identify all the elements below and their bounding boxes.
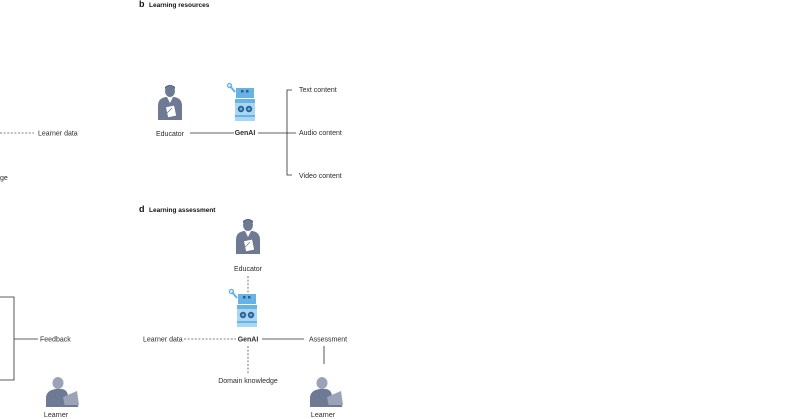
panel-d-letter: d: [139, 204, 145, 214]
panel-b-genai-label: GenAI: [235, 130, 256, 137]
panel-b-learning-resources: b Learning resources Educator GenAI Text…: [139, 0, 342, 180]
panel-d-educator-label: Educator: [234, 266, 263, 273]
educator-icon: [157, 84, 183, 121]
genai-robot-icon: [228, 288, 258, 328]
video-content-label: Video content: [299, 173, 342, 180]
left-bracket-connector: [0, 296, 15, 381]
panel-d-title: Learning assessment: [149, 207, 216, 214]
left-feedback-label: Feedback: [40, 337, 71, 344]
audio-content-label: Audio content: [299, 130, 342, 137]
panel-d-learner-data-label: Learner data: [143, 337, 183, 344]
left-learner-label: Learner: [44, 412, 69, 419]
text-content-label: Text content: [299, 87, 337, 94]
panel-b-title: Learning resources: [149, 2, 210, 9]
panel-d-learning-assessment: d Learning assessment Educator GenAI Lea…: [139, 204, 347, 419]
learner-laptop-icon: [46, 377, 79, 407]
panel-d-genai-label: GenAI: [238, 337, 259, 344]
panel-b-educator-label: Educator: [156, 131, 185, 138]
learner-laptop-icon: [310, 377, 343, 407]
left-partial-panel: Learner data ge Feedback Learner: [0, 131, 79, 419]
panel-d-learner-label: Learner: [311, 412, 336, 419]
genai-robot-icon: [226, 82, 256, 122]
educator-icon: [235, 218, 261, 255]
assessment-label: Assessment: [309, 337, 347, 344]
domain-knowledge-label: Domain knowledge: [218, 378, 278, 385]
panel-b-letter: b: [139, 0, 145, 9]
left-knowledge-fragment-label: ge: [0, 175, 8, 182]
left-learner-data-label: Learner data: [38, 131, 78, 138]
outputs-bracket: [286, 89, 292, 176]
